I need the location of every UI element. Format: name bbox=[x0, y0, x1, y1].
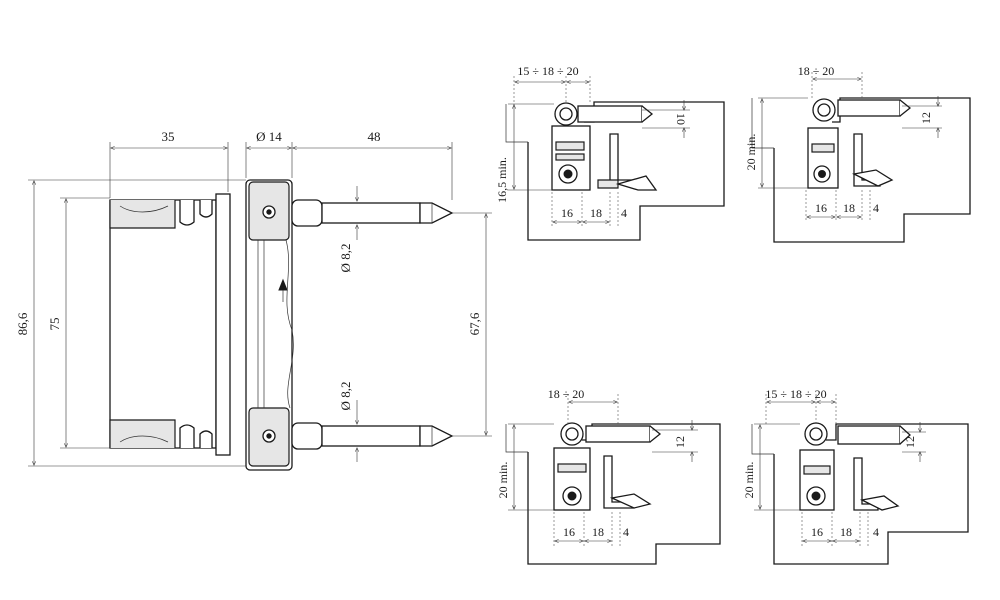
dim-pin-diameter-top-label: Ø 8,2 bbox=[338, 244, 353, 273]
section-1-b1: 16 bbox=[561, 206, 573, 220]
section-1-b3: 4 bbox=[621, 206, 627, 220]
dimension-top: 35 Ø 14 48 bbox=[109, 129, 453, 200]
dim-width-2-label: 48 bbox=[368, 129, 381, 144]
section-detail-2: 18 ÷ 20 20 min. 12 16 18 4 bbox=[744, 64, 971, 243]
section-2-b2: 18 bbox=[843, 201, 855, 215]
section-3-b1: 16 bbox=[563, 525, 575, 539]
section-detail-3: 18 ÷ 20 20 min. 12 16 18 4 bbox=[496, 387, 721, 565]
section-2-side-dim: 20 min. bbox=[744, 134, 758, 171]
dim-height-inner-label: 75 bbox=[47, 318, 62, 331]
section-2-pin-dim: 12 bbox=[919, 112, 933, 124]
section-1-top-dim: 15 ÷ 18 ÷ 20 bbox=[517, 64, 578, 78]
dim-width-1-label: 35 bbox=[162, 129, 175, 144]
pin-top bbox=[291, 199, 454, 227]
section-4-top-dim: 15 ÷ 18 ÷ 20 bbox=[765, 387, 826, 401]
dim-pin-spacing-label: 67,6 bbox=[467, 312, 482, 335]
section-1-pin-dim: 10 bbox=[674, 113, 688, 125]
main-hinge-view: 35 Ø 14 48 86,6 75 Ø 8,2 Ø 8,2 67,6 bbox=[15, 129, 492, 471]
section-4-pin-dim: 12 bbox=[903, 436, 917, 448]
pin-bottom bbox=[291, 422, 454, 450]
section-1-b2: 18 bbox=[590, 206, 602, 220]
dimension-pins: Ø 8,2 Ø 8,2 67,6 bbox=[338, 186, 492, 462]
section-2-b1: 16 bbox=[815, 201, 827, 215]
section-4-side-dim: 20 min. bbox=[742, 462, 756, 499]
section-3-b2: 18 bbox=[592, 525, 604, 539]
section-detail-1: 15 ÷ 18 ÷ 20 16,5 min. 10 16 18 4 bbox=[495, 64, 725, 241]
section-3-side-dim: 20 min. bbox=[496, 462, 510, 499]
section-4-b1: 16 bbox=[811, 525, 823, 539]
dim-pin-diameter-bottom-label: Ø 8,2 bbox=[338, 382, 353, 411]
section-4-b3: 4 bbox=[873, 525, 879, 539]
dim-height-total-label: 86,6 bbox=[15, 312, 30, 335]
mounting-bracket bbox=[109, 193, 231, 456]
section-1-side-dim: 16,5 min. bbox=[495, 157, 509, 203]
section-2-top-dim: 18 ÷ 20 bbox=[798, 64, 835, 78]
section-3-b3: 4 bbox=[623, 525, 629, 539]
section-3-pin-dim: 12 bbox=[673, 436, 687, 448]
section-detail-4: 15 ÷ 18 ÷ 20 20 min. 12 16 18 4 bbox=[742, 387, 969, 565]
dimension-left: 86,6 75 bbox=[15, 179, 246, 467]
dim-diameter-14-label: Ø 14 bbox=[256, 129, 282, 144]
hinge-barrel bbox=[245, 179, 294, 471]
section-2-b3: 4 bbox=[873, 201, 879, 215]
section-3-top-dim: 18 ÷ 20 bbox=[548, 387, 585, 401]
section-4-b2: 18 bbox=[840, 525, 852, 539]
